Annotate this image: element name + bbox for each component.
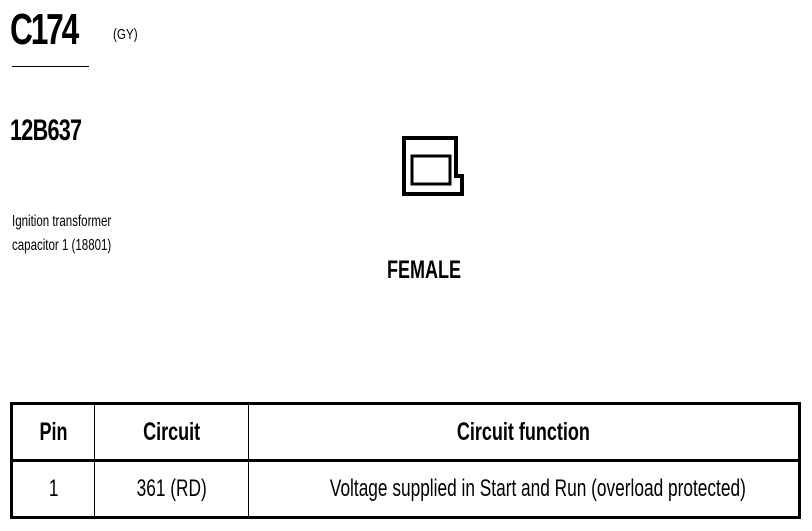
- table-header-row: Pin Circuit Circuit function: [11, 403, 800, 462]
- description-line-1: Ignition transformer: [12, 213, 112, 230]
- header-pin: Pin: [11, 403, 95, 462]
- header-circuit: Circuit: [94, 403, 249, 462]
- table-row: 1 361 (RD) Voltage supplied in Start and…: [11, 460, 800, 518]
- cell-pin: 1: [11, 460, 95, 518]
- title-underline: [12, 66, 89, 67]
- cell-circuit-function: Voltage supplied in Start and Run (overl…: [248, 460, 800, 518]
- connector-gender-label: FEMALE: [387, 256, 462, 284]
- cell-circuit: 361 (RD): [94, 460, 249, 518]
- component-description: Ignition transformer capacitor 1 (18801): [12, 210, 111, 258]
- connector-id: C174: [10, 5, 79, 54]
- pin-table: Pin Circuit Circuit function 1 361 (RD) …: [10, 402, 801, 519]
- connector-face-icon: [402, 136, 464, 196]
- part-number: 12B637: [10, 114, 82, 147]
- description-line-2: capacitor 1 (18801): [12, 237, 112, 254]
- header-circuit-function: Circuit function: [248, 403, 800, 462]
- connector-color: (GY): [113, 26, 138, 43]
